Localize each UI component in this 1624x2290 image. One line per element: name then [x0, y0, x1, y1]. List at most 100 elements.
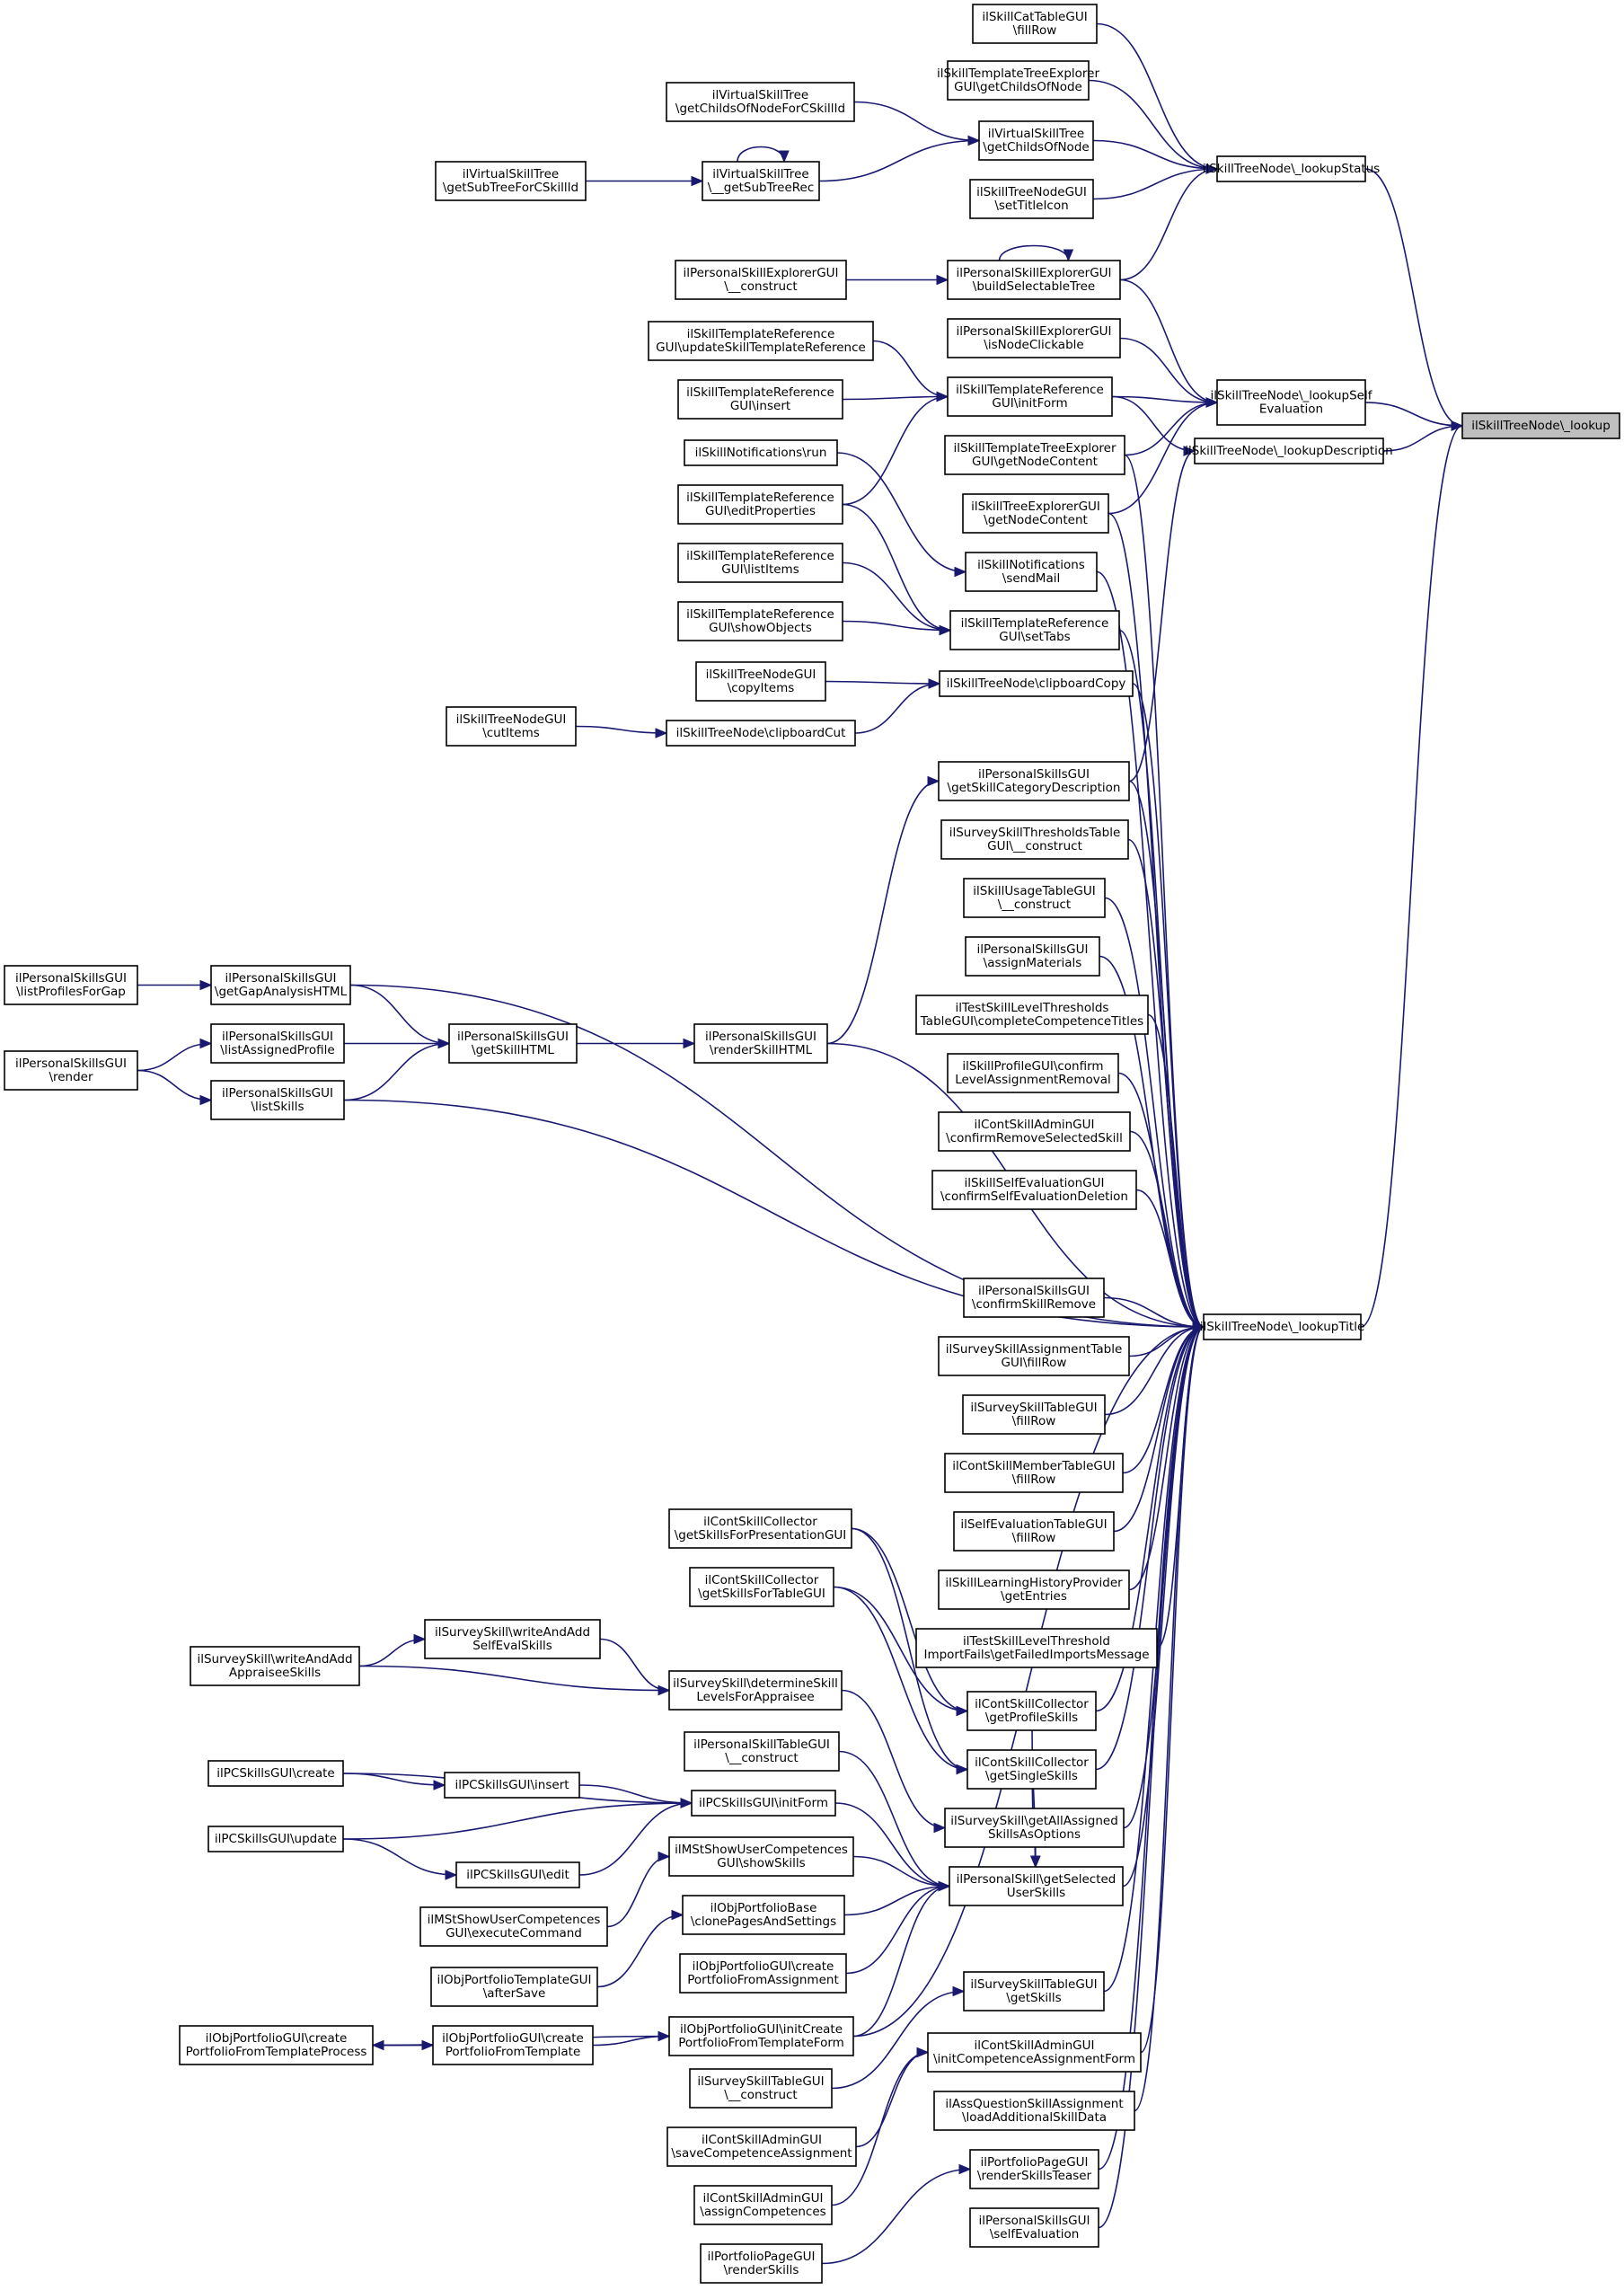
- focus-function-node[interactable]: ilSkillTreeNode\_lookup: [1461, 412, 1620, 439]
- edge-arrowhead: [1205, 397, 1219, 408]
- node-box: [648, 321, 874, 361]
- function-node[interactable]: ilContSkillCollector\getSkillsForTableGU…: [689, 1567, 834, 1607]
- function-node[interactable]: ilSurveySkill\determineSkillLevelsForApp…: [668, 1670, 843, 1711]
- function-node[interactable]: ilPersonalSkillsGUI\getSkillCategoryDesc…: [938, 761, 1130, 801]
- call-edge: [821, 2168, 971, 2265]
- function-node[interactable]: ilSkillTreeNode\_lookupDescription: [1185, 438, 1393, 464]
- function-node[interactable]: ilVirtualSkillTree\__getSubTreeRec: [702, 161, 820, 201]
- function-node[interactable]: ilVirtualSkillTree\getChildsOfNode: [978, 120, 1094, 161]
- function-node[interactable]: ilTestSkillLevelThresholdImportFails\get…: [915, 1628, 1158, 1668]
- function-node[interactable]: ilSurveySkillTableGUI\getSkills: [963, 1971, 1105, 2011]
- function-node[interactable]: ilSkillUsageTableGUI\__construct: [963, 878, 1106, 918]
- node-box: [666, 720, 856, 747]
- function-node[interactable]: ilVirtualSkillTree\getSubTreeForCSkillId: [435, 161, 587, 201]
- node-box: [962, 493, 1109, 534]
- function-node[interactable]: ilPortfolioPageGUI\renderSkills: [700, 2243, 823, 2284]
- function-node[interactable]: ilObjPortfolioGUI\initCreatePortfolioFro…: [668, 2016, 854, 2056]
- function-node[interactable]: ilSkillTemplateTreeExplorerGUI\getChilds…: [937, 60, 1100, 101]
- function-node[interactable]: ilPersonalSkillsGUI\selfEvaluation: [969, 2207, 1099, 2248]
- function-node[interactable]: ilPCSkillsGUI\update: [207, 1826, 344, 1852]
- function-node[interactable]: ilPersonalSkillsGUI\confirmSkillRemove: [963, 1278, 1105, 1318]
- function-node[interactable]: ilContSkillAdminGUI\initCompetenceAssign…: [927, 2032, 1142, 2073]
- function-node[interactable]: ilTestSkillLevelThresholdsTableGUI\compl…: [915, 995, 1149, 1035]
- function-node[interactable]: ilPCSkillsGUI\insert: [444, 1772, 580, 1799]
- function-node[interactable]: ilContSkillAdminGUI\confirmRemoveSelecte…: [938, 1111, 1131, 1152]
- call-edge: [1132, 683, 1205, 1328]
- function-node[interactable]: ilSkillTreeNode\_lookupTitle: [1200, 1313, 1365, 1340]
- function-node[interactable]: ilPCSkillsGUI\edit: [455, 1861, 580, 1888]
- function-node[interactable]: ilPersonalSkillsGUI\renderSkillHTML: [693, 1023, 828, 1064]
- node-box: [969, 179, 1094, 219]
- function-node[interactable]: ilObjPortfolioGUI\createPortfolioFromTem…: [432, 2025, 594, 2065]
- node-label: ilPersonalSkillTableGUI: [693, 1737, 830, 1752]
- function-node[interactable]: ilPersonalSkillsGUI\assignMaterials: [965, 936, 1100, 977]
- function-node[interactable]: ilMStShowUserCompetencesGUI\executeComma…: [419, 1906, 608, 1947]
- function-node[interactable]: ilSkillTreeNode\clipboardCut: [666, 720, 856, 747]
- function-node[interactable]: ilAssQuestionSkillAssignment\loadAdditio…: [933, 2091, 1135, 2131]
- function-node[interactable]: ilSurveySkill\getAllAssignedSkillsAsOpti…: [944, 1808, 1125, 1848]
- function-node[interactable]: ilSurveySkillTableGUI\fillRow: [962, 1394, 1106, 1435]
- function-node[interactable]: ilObjPortfolioGUI\createPortfolioFromAss…: [679, 1953, 847, 1994]
- edge-arrowhead: [916, 2047, 930, 2058]
- function-node[interactable]: ilPersonalSkillsGUI\getGapAnalysisHTML: [210, 965, 351, 1005]
- call-edge: [818, 139, 980, 182]
- function-node[interactable]: ilPortfolioPageGUI\renderSkillsTeaser: [969, 2149, 1099, 2189]
- function-node[interactable]: ilPersonalSkillsGUI\listAssignedProfile: [210, 1023, 345, 1064]
- function-node[interactable]: ilSkillTreeNode\clipboardCopy: [939, 670, 1134, 697]
- function-node[interactable]: ilPersonalSkillsGUI\listSkills: [210, 1080, 345, 1120]
- edge-arrowhead: [1451, 420, 1464, 431]
- function-node[interactable]: ilContSkillCollector\getProfileSkills: [966, 1691, 1097, 1731]
- edge-arrowhead: [1183, 446, 1196, 456]
- node-label: \confirmSelfEvaluationDeletion: [940, 1189, 1128, 1204]
- function-node[interactable]: ilSkillLearningHistoryProvider\getEntrie…: [938, 1569, 1130, 1610]
- function-node[interactable]: ilVirtualSkillTree\getChildsOfNodeForCSk…: [666, 82, 855, 122]
- function-node[interactable]: ilSurveySkillThresholdsTableGUI\__constr…: [940, 819, 1129, 860]
- function-node[interactable]: ilSkillTemplateReferenceGUI\editProperti…: [677, 484, 843, 525]
- function-node[interactable]: ilContSkillMemberTableGUI\fillRow: [944, 1453, 1124, 1493]
- function-node[interactable]: ilSkillTreeNodeGUI\copyItems: [695, 661, 826, 702]
- function-node[interactable]: ilPersonalSkillExplorerGUI\buildSelectab…: [947, 260, 1121, 300]
- function-node[interactable]: ilSkillTreeNodeGUI\cutItems: [446, 706, 577, 747]
- node-label: GUI\getChildsOfNode: [954, 80, 1082, 94]
- function-node[interactable]: ilSkillTreeNodeGUI\setTitleIcon: [969, 179, 1094, 219]
- function-node[interactable]: ilSkillSelfEvaluationGUI\confirmSelfEval…: [931, 1170, 1137, 1210]
- function-node[interactable]: ilPCSkillsGUI\create: [207, 1760, 344, 1787]
- node-label: \renderSkillsTeaser: [977, 2169, 1092, 2183]
- function-node[interactable]: ilPersonalSkillExplorerGUI\isNodeClickab…: [947, 318, 1121, 358]
- function-node[interactable]: ilSkillTemplateTreeExplorerGUI\getNodeCo…: [944, 435, 1125, 475]
- function-node[interactable]: ilContSkillCollector\getSkillsForPresent…: [668, 1508, 852, 1549]
- function-node[interactable]: ilObjPortfolioTemplateGUI\afterSave: [430, 1967, 598, 2007]
- function-node[interactable]: ilPCSkillsGUI\initForm: [691, 1790, 836, 1817]
- function-node[interactable]: ilSkillTemplateReferenceGUI\updateSkillT…: [648, 321, 874, 361]
- function-node[interactable]: ilContSkillAdminGUI\assignCompetences: [693, 2185, 833, 2225]
- function-node[interactable]: ilObjPortfolioGUI\createPortfolioFromTem…: [179, 2025, 374, 2065]
- function-node[interactable]: ilPersonalSkillsGUI\getSkillHTML: [448, 1023, 578, 1064]
- function-node[interactable]: ilContSkillAdminGUI\saveCompetenceAssign…: [666, 2126, 857, 2167]
- function-node[interactable]: ilSkillCatTableGUI\fillRow: [972, 4, 1098, 44]
- function-node[interactable]: ilPersonalSkillsGUI\listProfilesForGap: [4, 965, 138, 1005]
- function-node[interactable]: ilPersonalSkillsGUI\render: [4, 1050, 138, 1091]
- function-node[interactable]: ilPersonalSkillExplorerGUI\__construct: [675, 260, 847, 300]
- node-box: [693, 2185, 833, 2225]
- function-node[interactable]: ilContSkillCollector\getSingleSkills: [966, 1749, 1097, 1790]
- function-node[interactable]: ilSkillTreeNode\_lookupStatus: [1203, 155, 1381, 182]
- function-node[interactable]: ilSkillNotifications\sendMail: [965, 552, 1098, 592]
- function-node[interactable]: ilPersonalSkillTableGUI\__construct: [684, 1731, 840, 1772]
- function-node[interactable]: ilSurveySkillTableGUI\__construct: [689, 2068, 833, 2109]
- function-node[interactable]: ilSkillProfileGUI\confirmLevelAssignment…: [947, 1053, 1119, 1093]
- function-node[interactable]: ilObjPortfolioBase\clonePagesAndSettings: [682, 1895, 845, 1935]
- function-node[interactable]: ilSelfEvaluationTableGUI\fillRow: [953, 1511, 1115, 1552]
- function-node[interactable]: ilSkillNotifications\run: [684, 439, 838, 466]
- function-node[interactable]: ilSkillTreeExplorerGUI\getNodeContent: [962, 493, 1109, 534]
